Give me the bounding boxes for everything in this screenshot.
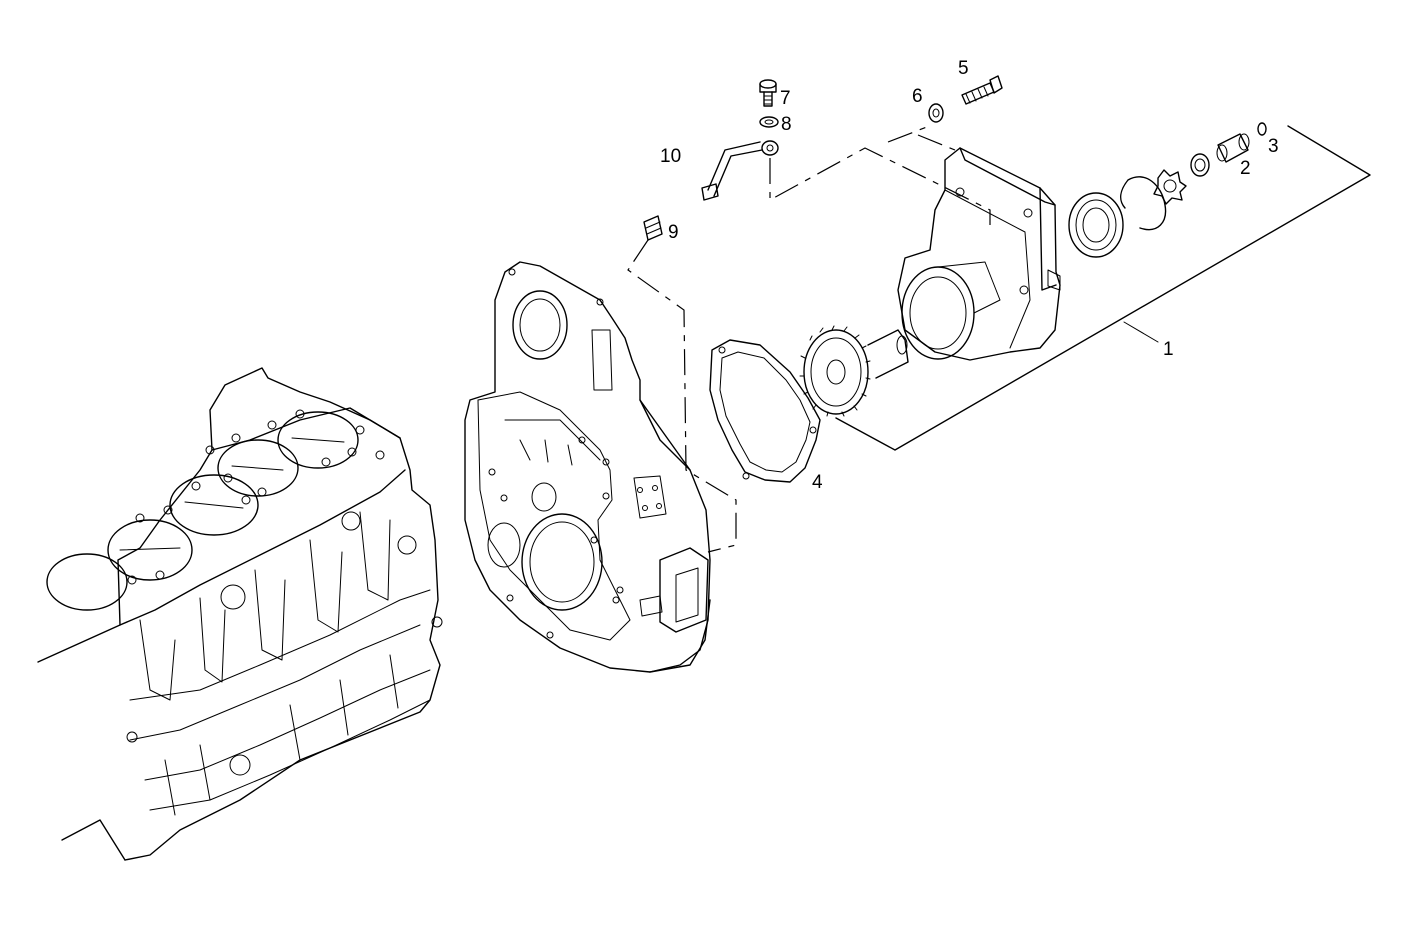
callout-1: 1 xyxy=(1163,339,1174,360)
lock-washer xyxy=(1153,169,1187,205)
gasket xyxy=(709,339,821,483)
washer-6 xyxy=(928,103,944,123)
oil-pipe xyxy=(701,140,779,201)
callout-8: 8 xyxy=(781,114,792,135)
screw-5 xyxy=(961,75,1003,105)
drive-gear xyxy=(799,325,909,417)
timing-cover xyxy=(464,261,711,673)
callout-labels: 1 2 3 4 5 6 7 8 9 10 xyxy=(660,58,1279,493)
union-9 xyxy=(643,215,663,241)
washer-8 xyxy=(759,116,779,128)
callout-3: 3 xyxy=(1268,136,1279,157)
callout-9: 9 xyxy=(668,222,679,243)
needle-bushing xyxy=(1216,133,1250,163)
callout-2: 2 xyxy=(1240,158,1251,179)
o-ring xyxy=(1257,122,1267,136)
callout-4: 4 xyxy=(812,472,823,493)
assembly-center-lines xyxy=(627,124,991,553)
callout-leaders xyxy=(835,125,1371,451)
bearing xyxy=(1068,192,1124,258)
callout-5: 5 xyxy=(958,58,969,79)
circlip xyxy=(1120,176,1167,231)
bolt-7 xyxy=(759,79,777,107)
callout-10: 10 xyxy=(660,146,681,167)
nut xyxy=(1190,153,1210,177)
engine-block xyxy=(37,367,443,861)
callout-7: 7 xyxy=(780,88,791,109)
pump-housing xyxy=(897,147,1061,361)
callout-6: 6 xyxy=(912,86,923,107)
